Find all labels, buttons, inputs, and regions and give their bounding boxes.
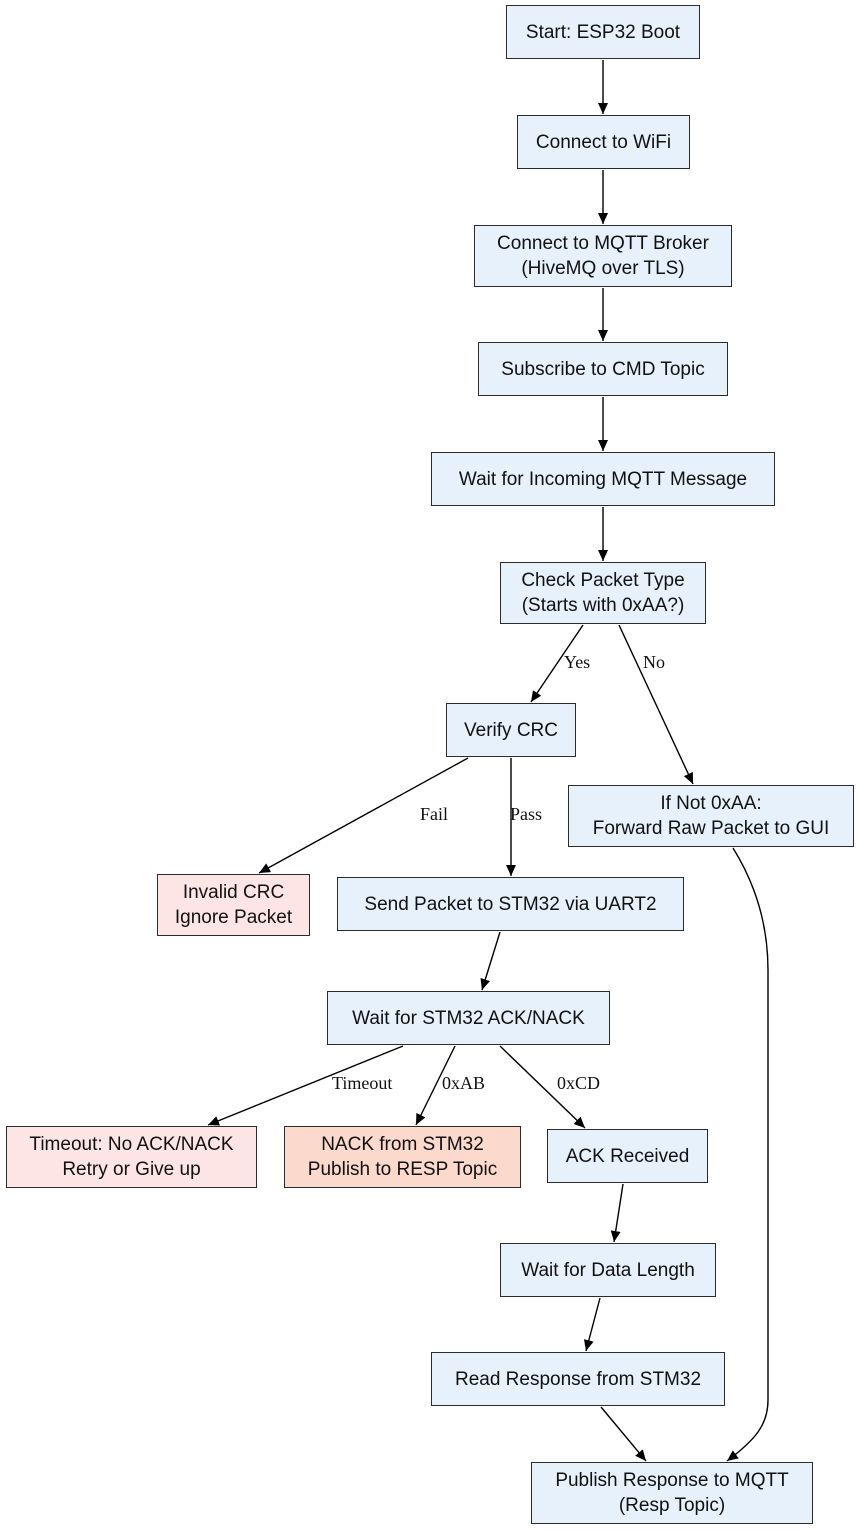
edge-label-nack-code: 0xAB: [442, 1073, 486, 1093]
node-wait-ack: Wait for STM32 ACK/NACK: [327, 991, 610, 1045]
node-text-line: If Not 0xAA:: [660, 793, 762, 814]
edge-waitack-timeout: [207, 1045, 404, 1126]
edge-check-verify: [530, 624, 584, 703]
node-text-line: Publish to RESP Topic: [307, 1159, 498, 1180]
node-text-line: Read Response from STM32: [454, 1368, 702, 1390]
edge-waitack-nack: [415, 1045, 456, 1126]
node-text-line: NACK from STM32: [321, 1134, 484, 1155]
node-mqtt-connect: Connect to MQTT Broker (HiveMQ over TLS): [474, 225, 732, 287]
node-text-line: Invalid CRC: [182, 882, 285, 903]
node-wait-msg: Wait for Incoming MQTT Message: [431, 452, 775, 506]
edge-waitack-ack: [499, 1045, 586, 1129]
node-text-line: Wait for Incoming MQTT Message: [458, 468, 748, 490]
edge-verify-invalid: [258, 757, 469, 874]
edge-label-timeout: Timeout: [332, 1073, 393, 1093]
node-text-line: Timeout: No ACK/NACK: [29, 1134, 234, 1155]
node-forward-raw: If Not 0xAA: Forward Raw Packet to GUI: [568, 785, 854, 847]
edge-waitlen-read: [583, 1297, 601, 1352]
node-check-type: Check Packet Type (Starts with 0xAA?): [500, 562, 706, 624]
node-text-line: Publish Response to MQTT: [555, 1470, 789, 1491]
node-subscribe: Subscribe to CMD Topic: [478, 342, 728, 396]
node-text-line: (Starts with 0xAA?): [521, 595, 685, 616]
node-text-line: Start: ESP32 Boot: [525, 21, 681, 43]
node-text-line: Connect to MQTT Broker: [497, 233, 709, 254]
edge-check-forward: [618, 624, 694, 785]
node-text-line: Connect to WiFi: [535, 131, 672, 153]
node-text-line: Verify CRC: [464, 719, 558, 741]
node-text-line: Subscribe to CMD Topic: [501, 358, 705, 380]
node-text-line: Ignore Packet: [174, 907, 293, 928]
node-text-line: (Resp Topic): [618, 1495, 726, 1516]
edge-label-fail: Fail: [420, 804, 449, 824]
edge-ack-waitlen: [610, 1183, 624, 1243]
edge-forward-publish: [726, 847, 769, 1462]
node-text-line: Forward Raw Packet to GUI: [592, 818, 830, 839]
node-text-line: (HiveMQ over TLS): [521, 258, 685, 279]
node-start: Start: ESP32 Boot: [506, 5, 700, 59]
edge-send-waitack: [480, 931, 501, 991]
node-read-resp: Read Response from STM32: [431, 1352, 725, 1406]
node-text-line: Wait for STM32 ACK/NACK: [352, 1007, 585, 1029]
node-timeout: Timeout: No ACK/NACK Retry or Give up: [6, 1126, 257, 1188]
node-publish: Publish Response to MQTT (Resp Topic): [531, 1462, 813, 1524]
node-text-line: ACK Received: [565, 1145, 690, 1167]
node-text-line: Send Packet to STM32 via UART2: [364, 893, 657, 915]
node-text-line: Retry or Give up: [62, 1159, 201, 1180]
node-send-stm32: Send Packet to STM32 via UART2: [337, 877, 684, 931]
node-invalid-crc: Invalid CRC Ignore Packet: [157, 874, 310, 936]
node-text-line: Wait for Data Length: [521, 1259, 695, 1281]
node-text-line: Check Packet Type: [521, 570, 685, 591]
node-verify-crc: Verify CRC: [446, 703, 576, 757]
edge-label-pass: Pass: [510, 804, 543, 824]
edge-read-publish: [600, 1406, 647, 1462]
edge-label-no: No: [643, 652, 665, 672]
edge-label-ack-code: 0xCD: [557, 1073, 601, 1093]
node-wifi: Connect to WiFi: [517, 115, 690, 169]
node-ack: ACK Received: [547, 1129, 708, 1183]
edge-label-yes: Yes: [564, 652, 591, 672]
node-wait-len: Wait for Data Length: [500, 1243, 716, 1297]
